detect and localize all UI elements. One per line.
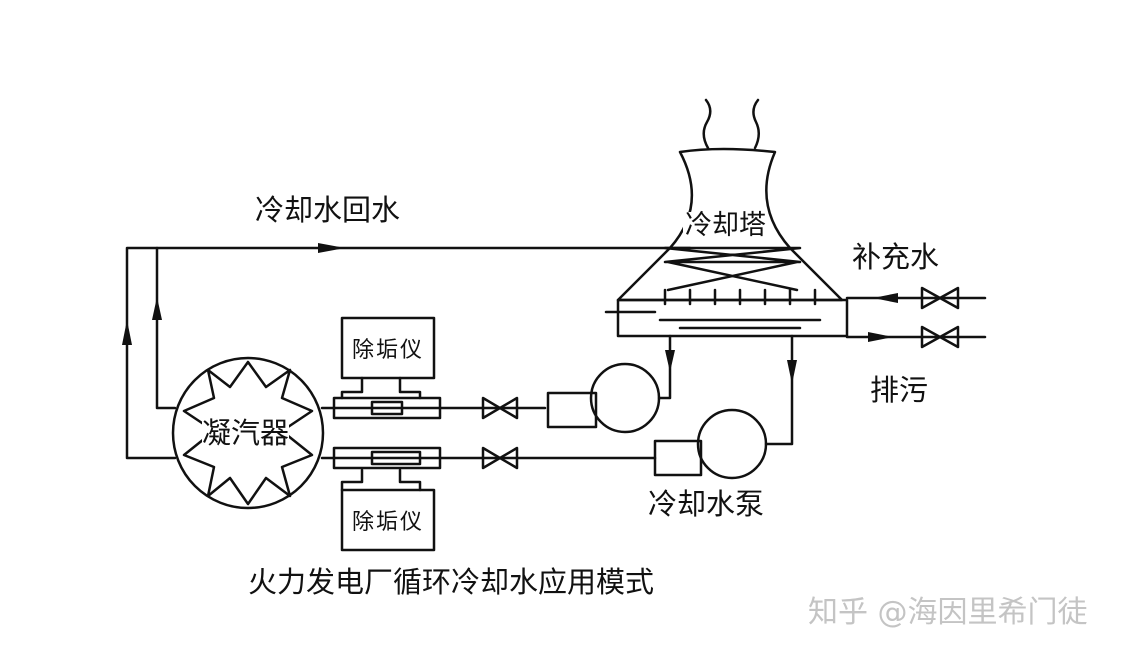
watermark: 知乎 @海因里希门徒 (808, 595, 1088, 630)
descaler-top-label: 除垢仪 (351, 338, 424, 363)
tower-fill (663, 246, 802, 292)
flow-arrow-pump2 (787, 360, 797, 384)
tower-basin (616, 298, 849, 338)
cooling-tower (616, 147, 844, 302)
makeup-water-label: 补充水 (852, 240, 940, 274)
descaler-bottom-label: 除垢仪 (351, 510, 424, 535)
pump1-discharge (657, 334, 672, 400)
valve-top (481, 396, 519, 420)
flow-arrow-top (318, 243, 345, 253)
flow-arrow-blowdown (868, 332, 893, 342)
bottom-heat-exchanger (332, 446, 442, 470)
pump2-casing (696, 408, 768, 480)
condenser-label: 凝汽器 (202, 416, 290, 450)
flow-arrow-inner (152, 297, 162, 320)
pump1-casing (589, 362, 661, 434)
return-pipe (125, 246, 692, 460)
flow-arrow-left (122, 320, 132, 345)
inner-return-pipe (155, 246, 177, 410)
pump1-motor (546, 391, 598, 429)
condenser-shell (171, 356, 325, 510)
bottom-descaler-stand (340, 468, 422, 492)
blowdown-valve (920, 325, 960, 349)
descaler-box-bottom (340, 488, 436, 552)
flow-arrow-pump1 (665, 350, 675, 372)
pump-label: 冷却水泵 (648, 487, 765, 521)
diagram-caption: 火力发电厂循环冷却水应用模式 (248, 565, 655, 599)
pump2-motor (653, 439, 703, 477)
flow-arrow-makeup (873, 293, 898, 303)
top-descaler-stand (340, 376, 422, 400)
top-heat-exchanger (332, 396, 442, 420)
valve-bottom (481, 446, 519, 470)
plume-right (752, 98, 760, 150)
pump2-discharge (764, 334, 794, 446)
descaler-box-top (340, 316, 436, 380)
plume-left (702, 98, 712, 150)
blowdown-label: 排污 (870, 373, 929, 407)
makeup-valve (920, 286, 960, 310)
return-water-label: 冷却水回水 (255, 193, 401, 227)
drip-lines (663, 288, 817, 306)
tower-label: 冷却塔 (683, 210, 768, 241)
basin-water (604, 310, 822, 330)
